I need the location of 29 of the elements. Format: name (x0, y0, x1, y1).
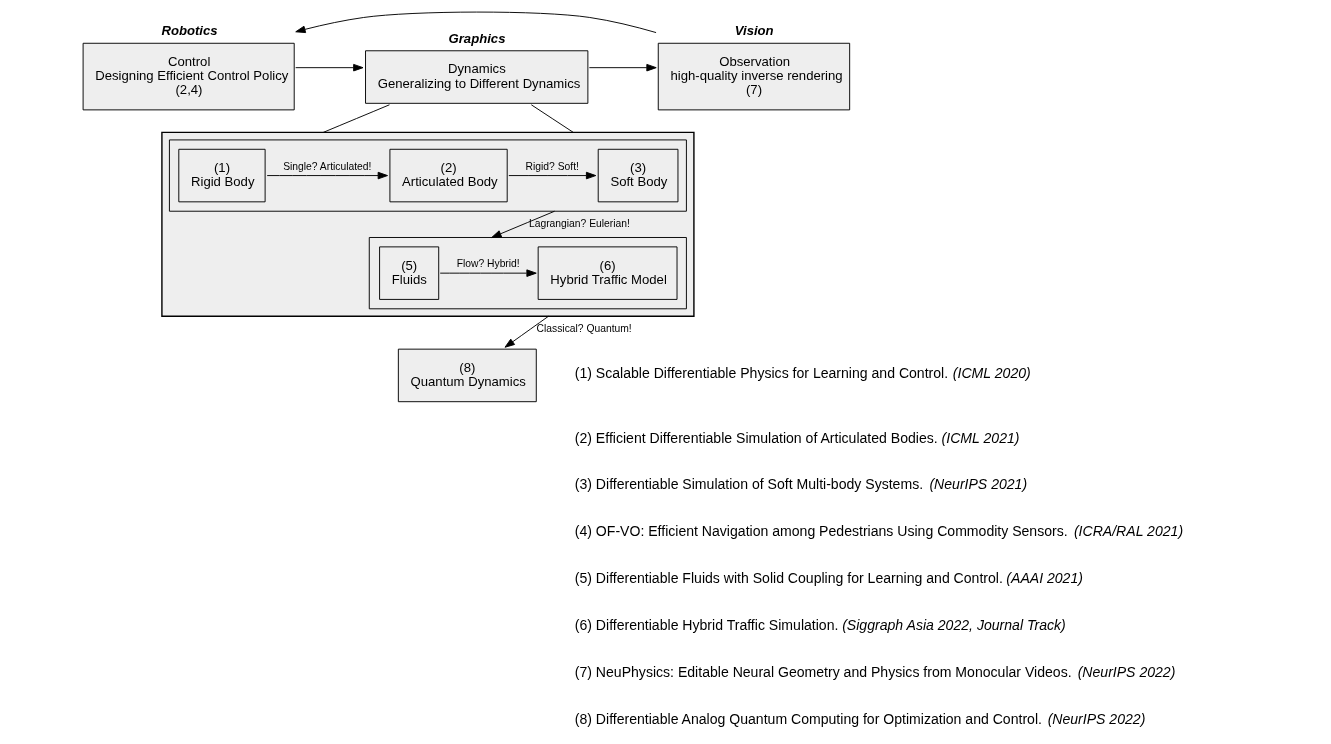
arrow (266, 171, 388, 180)
connector (322, 104, 390, 133)
cluster (160, 131, 695, 317)
arrow (504, 315, 549, 348)
arrow (507, 171, 596, 180)
edge-label: Lagrangian? Eulerian! (528, 217, 630, 229)
arrow (294, 11, 657, 34)
edge-label: Single? Articulated! (282, 160, 371, 172)
label: (7) NeuPhysics: Editable Neural Geometry and Physics from Monocular Videos. (NeurIPS 2022) (574, 664, 1175, 681)
edge-label: Flow? Hybrid! (456, 258, 520, 270)
edge-label: Rigid? Soft! (525, 160, 579, 172)
label: (3) Differentiable Simulation of Soft Multi-body Systems. (NeurIPS 2021) (574, 476, 1027, 493)
arrow (439, 269, 537, 277)
node-label: Vision (734, 23, 774, 39)
arrow (294, 63, 363, 72)
cluster (168, 139, 687, 212)
label: (5) Differentiable Fluids with Solid Coupling for Learning and Control. (AAAI 2021) (574, 570, 1083, 587)
node-label: Graphics (448, 30, 505, 46)
label: (8) Differentiable Analog Quantum Computing for Optimization and Control. (NeurIPS 2022) (574, 710, 1145, 727)
node-label: Robotics (160, 23, 218, 39)
cluster (368, 237, 687, 310)
label: (2) Efficient Differentiable Simulation of Articulated Bodies. (ICML 2021) (574, 429, 1020, 446)
label: (1) Scalable Differentiable Physics for Learning and Control. (ICML 2020) (574, 365, 1031, 382)
connector (530, 104, 574, 133)
arrow (490, 210, 555, 238)
label: (4) OF-VO: Efficient Navigation among Pedestrians Using Commodity Sensors. (ICRA/RAL 2021) (574, 523, 1183, 540)
arrow (588, 63, 657, 72)
edge-label: Classical? Quantum! (536, 323, 632, 335)
label: (6) Differentiable Hybrid Traffic Simulation. (Siggraph Asia 2022, Journal Track) (574, 617, 1066, 634)
